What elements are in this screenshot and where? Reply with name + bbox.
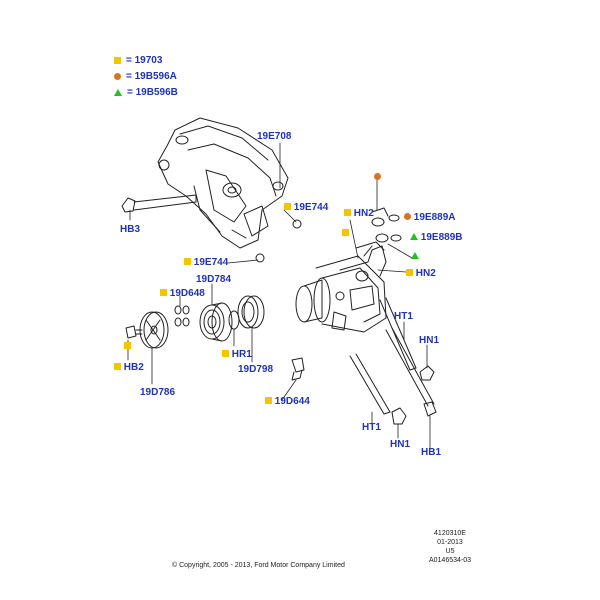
callout-19e744-lower: 19E744 (184, 257, 228, 268)
through-bolt-ht1-lower (349, 353, 391, 415)
callout-text: HB2 (123, 362, 144, 373)
nut-19e744-lower (255, 253, 265, 263)
yellow-square-icon (160, 289, 167, 296)
o-ring-a-drawing (388, 214, 400, 222)
fitting-19e889b-drawing (375, 233, 389, 243)
callout-text: HR1 (231, 349, 252, 360)
yellow-square-icon (114, 57, 121, 64)
callout-19d784: 19D784 (196, 274, 232, 285)
callout-ht1-upper: HT1 (394, 311, 413, 322)
callout-hn1-upper: HN1 (419, 335, 440, 346)
sensor-19d644-drawing (291, 357, 305, 381)
legend-item-triangle: = 19B596B (114, 87, 178, 98)
shims-19d648-drawing (174, 305, 190, 327)
green-triangle-icon (410, 233, 418, 240)
yellow-square-icon (284, 203, 291, 210)
snap-ring-hr1-drawing (228, 310, 240, 330)
compressor-body-drawing (295, 241, 387, 333)
yellow-square-icon (184, 258, 191, 265)
legend-label: = 19B596B (127, 87, 178, 98)
nut-19e744-upper (292, 219, 302, 229)
callout-hb2: HB2 (114, 362, 144, 373)
callout-19d644: 19D644 (265, 396, 310, 407)
callout-text: 19E889B (420, 232, 463, 243)
callout-19d786: 19D786 (140, 387, 176, 398)
callout-text: 19E744 (193, 257, 229, 268)
callout-hn2-upper: HN2 (344, 208, 374, 219)
callout-19e889b: 19E889B (410, 232, 462, 243)
callout-hb1: HB1 (421, 447, 442, 458)
callout-19e889a: 19E889A (404, 212, 455, 223)
callout-text: HN2 (353, 208, 374, 219)
clutch-pulley-drawing (199, 302, 233, 342)
o-ring-b-drawing (390, 234, 402, 242)
legend-label: = 19B596A (126, 71, 177, 82)
callout-text: 19D644 (274, 396, 310, 407)
callout-hn2-lower: HN2 (406, 268, 436, 279)
copyright-notice: © Copyright, 2005 - 2013, Ford Motor Com… (172, 562, 345, 569)
mounting-bracket-drawing (157, 117, 289, 249)
green-triangle-marker (411, 252, 419, 259)
field-coil-drawing (237, 295, 265, 329)
green-triangle-icon (114, 89, 122, 96)
drawing-number: A0146534-03 (428, 557, 472, 564)
callout-19d648: 19D648 (160, 288, 205, 299)
callout-text: HN2 (415, 268, 436, 279)
legend-item-circle: = 19B596A (114, 71, 177, 82)
yellow-square-icon (265, 397, 272, 404)
bolt-hb2-drawing (125, 325, 143, 339)
callout-19e744-upper: 19E744 (284, 202, 328, 213)
orange-circle-icon (404, 213, 411, 220)
nut-hn1-lower (391, 407, 407, 425)
callout-19d798: 19D798 (238, 364, 274, 375)
orange-circle-icon (114, 73, 121, 80)
callout-hr1: HR1 (222, 349, 252, 360)
yellow-square-marker (342, 229, 349, 236)
callout-hn1-lower: HN1 (390, 439, 411, 450)
orange-circle-marker (374, 173, 381, 180)
drawing-reference: 4120310E 01-2013 U5 A0146534-03 (420, 529, 480, 565)
callout-hb3: HB3 (120, 224, 141, 235)
callout-19e708: 19E708 (257, 131, 292, 142)
drawing-date: 01-2013 (437, 539, 463, 546)
drawing-region: U5 (445, 548, 455, 555)
yellow-square-icon (406, 269, 413, 276)
legend-item-square: = 19703 (114, 55, 162, 66)
yellow-square-icon (222, 350, 229, 357)
clutch-plate-drawing (139, 311, 169, 349)
fitting-19e889a-drawing (371, 217, 385, 227)
yellow-square-icon (114, 363, 121, 370)
yellow-square-icon (344, 209, 351, 216)
callout-text: 19D648 (169, 288, 205, 299)
long-bolt-hb1-drawing (385, 327, 437, 417)
through-bolt-ht1-upper (379, 297, 417, 371)
callout-ht1-lower: HT1 (362, 422, 381, 433)
legend-label: = 19703 (126, 55, 163, 66)
yellow-square-marker (124, 342, 131, 349)
bolt-hb3-drawing (121, 194, 197, 213)
drawing-code: 4120310E (434, 530, 466, 537)
callout-text: 19E889A (413, 212, 456, 223)
callout-text: 19E744 (293, 202, 329, 213)
